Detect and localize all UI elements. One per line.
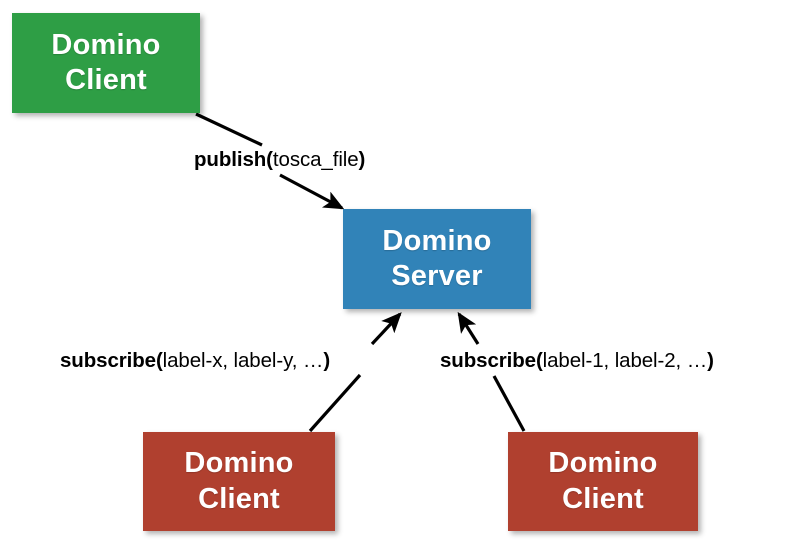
edge-label-subscribe-right-fn: subscribe( (440, 349, 543, 372)
node-domino-client-subscriber-left: Domino Client (143, 432, 335, 531)
edge-label-subscribe-left-close: ) (323, 349, 331, 372)
node-label-line2: Client (198, 482, 280, 515)
edge-subscribe-left-segment-lower (308, 373, 362, 433)
edge-label-subscribe-right: subscribe(label-1, label-2, …) (440, 349, 714, 373)
edge-label-subscribe-right-close: ) (707, 349, 714, 372)
node-domino-server: Domino Server (343, 209, 531, 309)
edge-label-subscribe-left: subscribe(label-x, label-y, …) (60, 349, 330, 373)
edge-label-subscribe-right-arg: label-1, label-2, … (542, 349, 708, 372)
node-domino-client-subscriber-right: Domino Client (508, 432, 698, 531)
edge-label-publish-fn: publish( (194, 148, 273, 171)
edge-label-subscribe-left-fn: subscribe( (60, 349, 163, 372)
edge-label-publish-arg: tosca_file (272, 148, 359, 171)
edge-publish-segment-lower (279, 173, 345, 210)
node-label-line1: Domino (184, 447, 294, 480)
edge-subscribe-left-segment-upper (370, 312, 402, 346)
edge-label-publish-close: ) (358, 148, 366, 171)
node-label-line1: Domino (382, 224, 492, 257)
edge-subscribe-right-segment-lower (492, 375, 526, 432)
node-label-line1: Domino (51, 28, 161, 61)
edge-label-subscribe-left-arg: label-x, label-y, … (162, 349, 324, 372)
edge-label-publish: publish(tosca_file) (194, 148, 365, 172)
node-domino-client-publisher: Domino Client (12, 13, 200, 113)
edge-subscribe-right-segment-upper (457, 311, 480, 345)
node-label-line1: Domino (548, 447, 658, 480)
node-label-line2: Client (65, 64, 147, 96)
edge-publish-segment-upper (195, 112, 263, 147)
node-label-line2: Server (391, 260, 483, 292)
node-label-line2: Client (562, 482, 644, 515)
